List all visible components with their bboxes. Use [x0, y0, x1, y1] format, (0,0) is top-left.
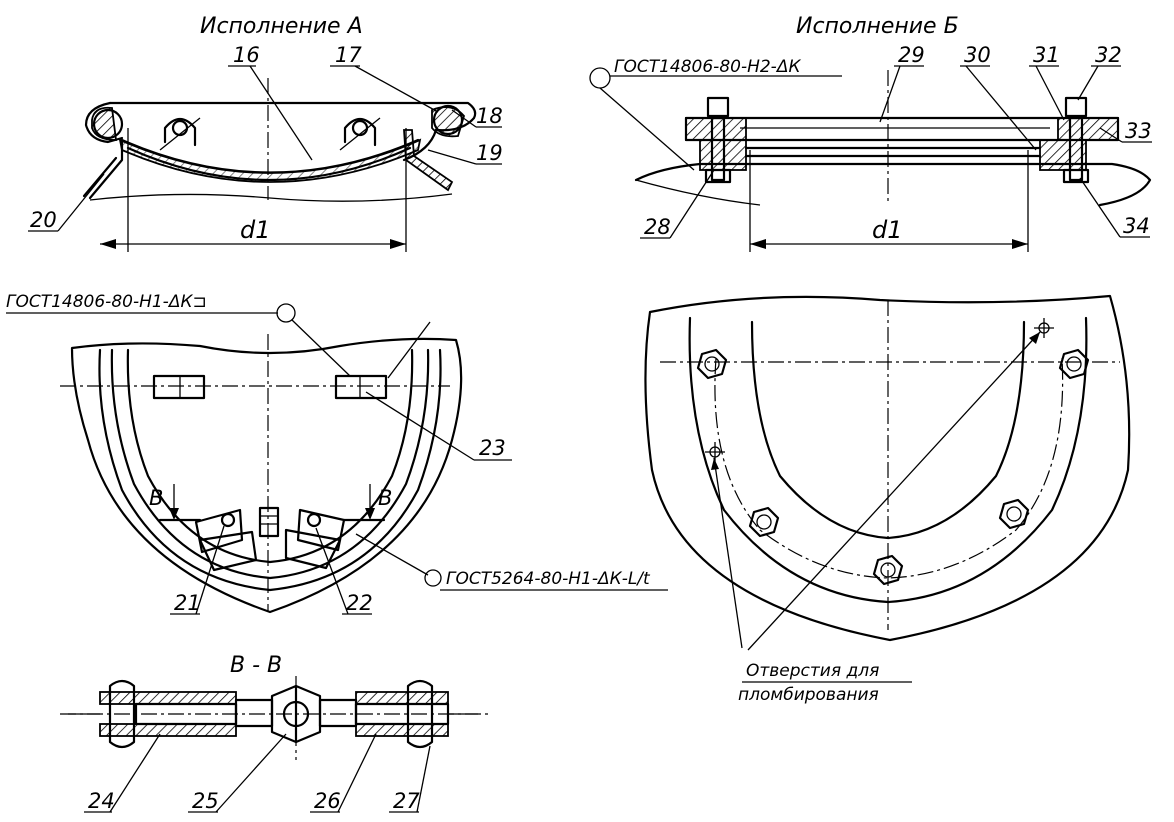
nut-left-top — [696, 348, 728, 380]
weld-note-a-mid: ГОСТ14806-80-Н1-ΔК⊐ — [6, 292, 207, 312]
callout-34: 34 — [1123, 214, 1150, 238]
callout-27: 27 — [393, 789, 420, 813]
view-b-title: Исполнение Б — [796, 14, 959, 39]
callout-20: 20 — [30, 208, 57, 232]
view-b-d1-label: d1 — [872, 216, 903, 244]
callout-22: 22 — [346, 591, 373, 615]
nut-bottom-center — [872, 554, 904, 586]
nut-left-bottom — [748, 506, 780, 538]
callout-31: 31 — [1033, 43, 1060, 67]
section-vv: В - В 24 25 26 27 — [60, 653, 490, 813]
callout-16: 16 — [233, 43, 260, 67]
callout-25: 25 — [192, 789, 219, 813]
view-a-title: Исполнение А — [200, 14, 363, 39]
view-a-d1-label: d1 — [240, 216, 271, 244]
section-title: В - В — [230, 653, 282, 678]
callout-18: 18 — [476, 104, 503, 128]
callout-29: 29 — [898, 43, 925, 67]
callout-24: 24 — [88, 789, 115, 813]
callout-19: 19 — [476, 141, 503, 165]
nut-right-bottom — [998, 498, 1030, 530]
view-a-section: Исполнение А d1 16 — [28, 14, 503, 252]
view-b-section: Исполнение Б d1 ГОСТ14806-80-Н2-ΔК — [589, 14, 1152, 252]
holes-note-line2: пломбирования — [738, 685, 879, 705]
callout-23: 23 — [479, 436, 506, 460]
callout-28: 28 — [644, 215, 671, 239]
cut-mark-left: В — [149, 486, 163, 510]
callout-30: 30 — [964, 43, 991, 67]
nut-right-top — [1058, 348, 1090, 380]
holes-note-line1: Отверстия для — [746, 661, 879, 681]
callout-26: 26 — [314, 789, 341, 813]
weld-note-b-top: ГОСТ14806-80-Н2-ΔК — [614, 57, 801, 77]
weld-note-a-bottom: ГОСТ5264-80-Н1-ΔК-L/t — [446, 569, 651, 589]
view-b-plan: Отверстия для пломбирования — [644, 294, 1131, 705]
view-a-plan: ГОСТ14806-80-Н1-ΔК⊐ В — [6, 292, 668, 615]
callout-33: 33 — [1125, 119, 1152, 143]
callout-32: 32 — [1095, 43, 1122, 67]
callout-17: 17 — [335, 43, 362, 67]
cut-mark-right: В — [378, 486, 392, 510]
